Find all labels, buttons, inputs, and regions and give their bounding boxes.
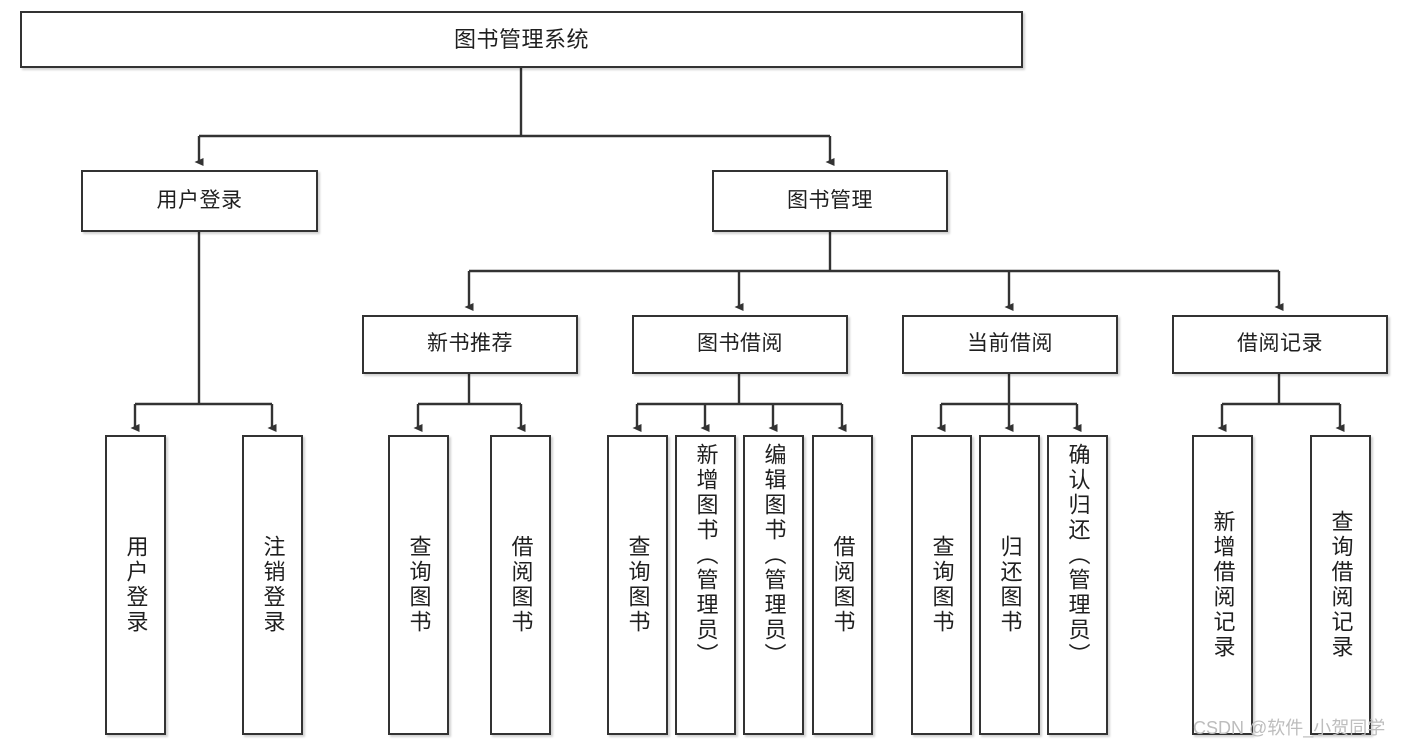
node-label: 借阅图书 (508, 535, 534, 635)
leaf-borrow-add-book-admin[interactable]: 新增图书（管理员） (675, 435, 736, 735)
node-label: 借阅图书 (830, 535, 856, 635)
leaf-recommend-query-book[interactable]: 查询图书 (388, 435, 449, 735)
node-label: 图书管理系统 (453, 26, 589, 52)
node-label: 当前借阅 (967, 332, 1053, 356)
node-label: 用户登录 (156, 188, 243, 212)
node-label: 确认归还（管理员） (1065, 443, 1091, 668)
node-label: 新书推荐 (427, 332, 513, 356)
leaf-borrow-edit-book-admin[interactable]: 编辑图书（管理员） (743, 435, 804, 735)
node-book-borrow[interactable]: 图书借阅 (632, 315, 848, 374)
leaf-borrow-borrow-book[interactable]: 借阅图书 (812, 435, 873, 735)
node-label: 图书借阅 (697, 332, 783, 356)
node-label: 查询图书 (625, 535, 651, 635)
node-label: 用户登录 (123, 535, 149, 635)
node-borrow-record[interactable]: 借阅记录 (1172, 315, 1388, 374)
node-label: 归还图书 (997, 535, 1023, 635)
leaf-current-return-book[interactable]: 归还图书 (979, 435, 1040, 735)
node-label: 查询借阅记录 (1328, 510, 1354, 660)
node-label: 新增借阅记录 (1210, 510, 1236, 660)
node-label: 注销登录 (260, 535, 286, 635)
node-user-login[interactable]: 用户登录 (81, 170, 318, 232)
node-label: 编辑图书（管理员） (761, 443, 787, 668)
node-new-book-recommend[interactable]: 新书推荐 (362, 315, 578, 374)
node-label: 新增图书（管理员） (693, 443, 719, 668)
leaf-recommend-borrow-book[interactable]: 借阅图书 (490, 435, 551, 735)
node-current-borrow[interactable]: 当前借阅 (902, 315, 1118, 374)
node-label: 查询图书 (406, 535, 432, 635)
watermark: CSDN @软件_小贺同学 (1193, 718, 1386, 738)
leaf-user-login-do[interactable]: 用户登录 (105, 435, 166, 735)
node-root-system[interactable]: 图书管理系统 (20, 11, 1023, 68)
leaf-record-query-record[interactable]: 查询借阅记录 (1310, 435, 1371, 735)
node-book-management[interactable]: 图书管理 (712, 170, 948, 232)
leaf-current-confirm-return-admin[interactable]: 确认归还（管理员） (1047, 435, 1108, 735)
node-label: 查询图书 (929, 535, 955, 635)
leaf-user-logout[interactable]: 注销登录 (242, 435, 303, 735)
node-label: 借阅记录 (1237, 332, 1323, 356)
leaf-current-query-book[interactable]: 查询图书 (911, 435, 972, 735)
leaf-record-add-record[interactable]: 新增借阅记录 (1192, 435, 1253, 735)
node-label: 图书管理 (787, 188, 873, 212)
leaf-borrow-query-book[interactable]: 查询图书 (607, 435, 668, 735)
